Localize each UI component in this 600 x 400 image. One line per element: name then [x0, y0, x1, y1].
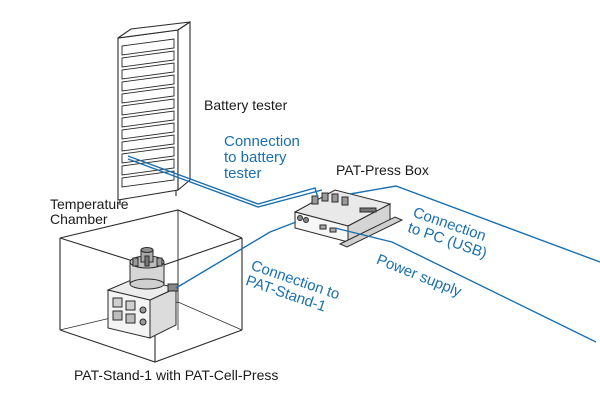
label-pat-press-box: PAT-Press Box [336, 162, 429, 178]
label-temperature-chamber: Temperature Chamber [50, 196, 129, 227]
label-battery-tester: Battery tester [204, 97, 288, 113]
cable-power-supply [334, 227, 597, 343]
pat-press-box [293, 189, 404, 248]
label-pat-stand: PAT-Stand-1 with PAT-Cell-Press [74, 367, 279, 383]
cable-pat-stand [175, 221, 297, 289]
label-connection-battery-tester: Connection to battery tester [224, 133, 300, 182]
pat-stand-device [106, 247, 179, 339]
cable-pc-usb [349, 185, 600, 263]
cable-battery-tester-2 [127, 158, 323, 208]
cable-battery-tester [127, 155, 319, 205]
cables [127, 155, 600, 343]
